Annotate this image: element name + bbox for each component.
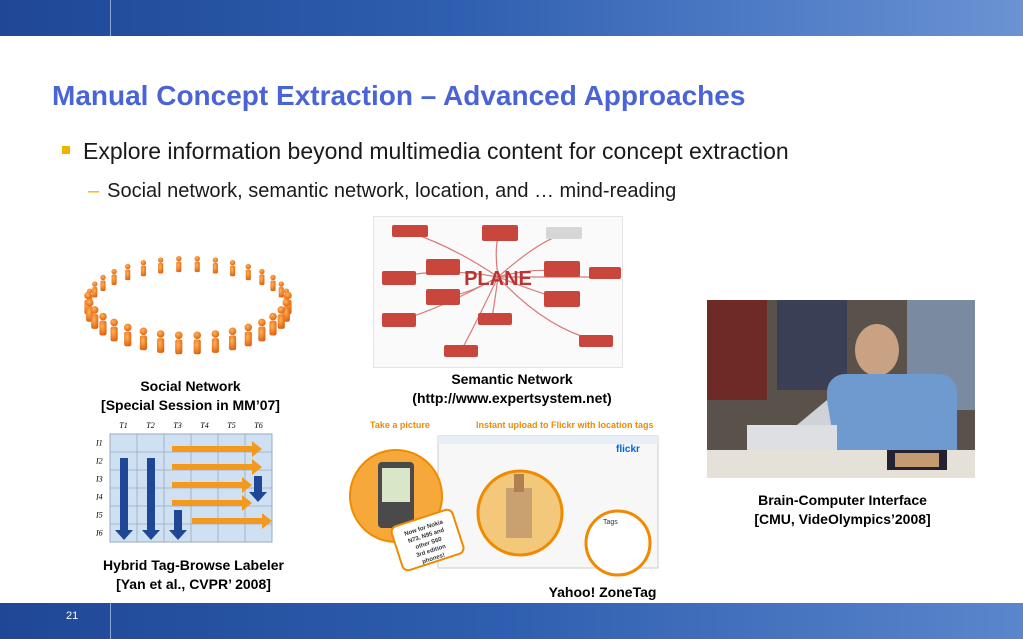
person-figure [269, 312, 277, 336]
social-caption-line1: Social Network [140, 378, 241, 394]
person-figure [193, 331, 202, 355]
brain-computer-interface-photo [707, 300, 975, 478]
person-figure [156, 330, 165, 353]
semantic-caption-line2: (http://www.expertsystem.net) [412, 390, 612, 406]
column-label: T2 [146, 421, 154, 430]
person-figure [157, 257, 164, 274]
hybrid-caption-line1: Hybrid Tag-Browse Labeler [102, 557, 284, 573]
zonetag-banner-right: Instant upload to Flickr with location t… [476, 420, 654, 430]
row-label: I6 [95, 529, 103, 538]
person-figure [92, 281, 98, 298]
row-label: I2 [95, 457, 103, 466]
person-figure [270, 274, 276, 291]
zonetag-banner-left: Take a picture [370, 420, 430, 430]
bullet-square-icon [62, 145, 70, 154]
slide-title: Manual Concept Extraction – Advanced App… [52, 80, 746, 111]
row-label: I5 [95, 511, 103, 520]
hybrid-labeler-caption: Hybrid Tag-Browse Labeler [Yan et al., C… [86, 556, 301, 594]
semantic-center-label: PLANE [464, 268, 532, 290]
hybrid-caption-line2: [Yan et al., CVPR’ 2008] [116, 576, 271, 592]
bullet-2: –Social network, semantic network, locat… [88, 180, 676, 203]
person-figure [212, 257, 219, 274]
person-figure [277, 306, 286, 329]
footer-divider [110, 603, 111, 639]
social-caption-line2: [Special Session in MM’07] [101, 397, 280, 413]
person-figure [278, 281, 284, 298]
column-label: T5 [227, 421, 235, 430]
social-network-caption: Social Network [Special Session in MM’07… [88, 377, 293, 415]
zonetag-image: Take a picture Instant upload to Flickr … [348, 418, 670, 580]
footer-bar: 21 [0, 603, 1023, 639]
person-figure [90, 306, 99, 329]
bullet-1: Explore information beyond multimedia co… [62, 138, 789, 165]
person-figure [139, 327, 148, 351]
semantic-network-caption: Semantic Network (http://www.expertsyste… [398, 370, 626, 408]
column-label: T6 [254, 421, 262, 430]
bullet-dash-icon: – [88, 180, 100, 202]
column-label: T4 [200, 421, 208, 430]
flickr-logo: flickr [616, 444, 640, 455]
bci-caption-line2: [CMU, VideOlympics’2008] [754, 511, 931, 527]
person-figure [211, 330, 220, 353]
person-figure [125, 263, 131, 281]
bci-caption-line1: Brain-Computer Interface [758, 492, 927, 508]
person-figure [176, 255, 182, 273]
bci-caption: Brain-Computer Interface [CMU, VideOlymp… [735, 491, 950, 529]
bullet-1-text: Explore information beyond multimedia co… [83, 138, 789, 164]
person-figure [259, 268, 265, 286]
semantic-network-image: PLANE [373, 216, 623, 368]
banner-divider [110, 0, 111, 36]
column-label: T1 [119, 421, 127, 430]
row-label: I4 [95, 493, 103, 502]
person-figure [244, 323, 253, 347]
page-number: 21 [66, 610, 79, 622]
person-figure [229, 259, 236, 277]
social-network-image [72, 250, 304, 368]
person-figure [140, 259, 147, 277]
row-label: I1 [95, 439, 103, 448]
zonetag-caption: Yahoo! ZoneTag [548, 584, 657, 600]
person-figure [245, 263, 251, 281]
row-label: I3 [95, 475, 103, 484]
person-figure [111, 268, 117, 286]
person-figure [110, 318, 118, 342]
person-figure [258, 318, 266, 342]
person-figure [228, 327, 237, 351]
person-figure [174, 331, 183, 355]
person-figure [194, 255, 200, 273]
semantic-caption-line1: Semantic Network [451, 371, 573, 387]
column-label: T3 [173, 421, 181, 430]
person-figure [100, 274, 106, 291]
top-banner [0, 0, 1023, 36]
bullet-2-text: Social network, semantic network, locati… [107, 180, 677, 202]
person-figure [99, 312, 107, 336]
person-figure [123, 323, 132, 347]
zonetag-tags-title: Tags [603, 519, 618, 526]
